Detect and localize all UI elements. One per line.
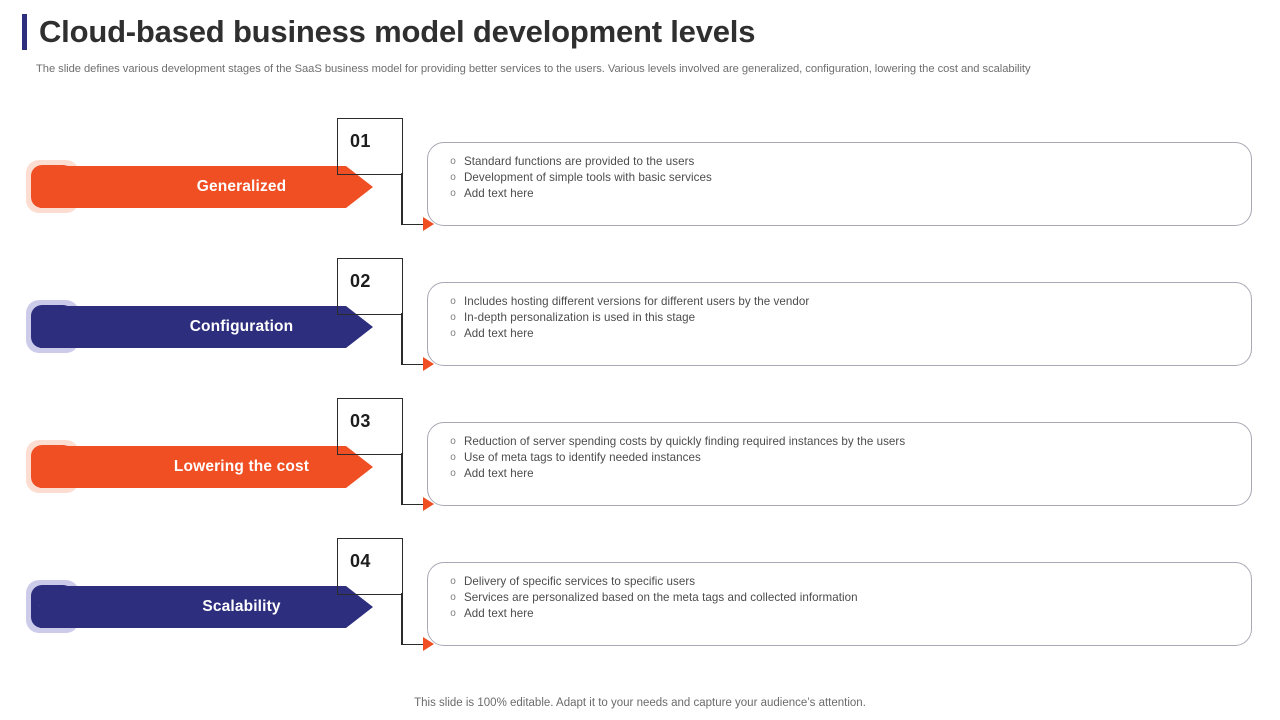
level-number-box-03 — [337, 398, 403, 455]
list-item: o Add text here — [442, 606, 1251, 622]
connector-arrowhead-icon-04 — [423, 637, 434, 651]
footer-note: This slide is 100% editable. Adapt it to… — [414, 697, 866, 709]
connector-arrowhead-icon-01 — [423, 217, 434, 231]
bullet-marker-icon: o — [450, 608, 456, 619]
list-item: o Use of meta tags to identify needed in… — [442, 450, 1251, 466]
bullet-marker-icon: o — [450, 156, 456, 167]
list-item: o Delivery of specific services to speci… — [442, 574, 1251, 590]
bullet-marker-icon: o — [450, 576, 456, 587]
bullet-text: Add text here — [464, 327, 534, 340]
bullet-marker-icon: o — [450, 436, 456, 447]
connector-horizontal-line-03 — [401, 503, 425, 506]
bullet-marker-icon: o — [450, 188, 456, 199]
level-row-04: Scalability 04 o Delivery of specific se… — [0, 530, 1280, 670]
level-number-03: 03 — [350, 411, 371, 431]
level-band-04[interactable]: Scalability — [40, 586, 373, 628]
list-item: o In-depth personalization is used in th… — [442, 310, 1251, 326]
level-connector-02: 02 — [337, 258, 434, 371]
bullet-marker-icon: o — [450, 172, 456, 183]
bullet-text: Delivery of specific services to specifi… — [464, 575, 696, 588]
bullet-text: Add text here — [464, 187, 534, 200]
level-number-04: 04 — [350, 551, 371, 571]
list-item: o Services are personalized based on the… — [442, 590, 1251, 606]
bullet-text: Add text here — [464, 467, 534, 480]
bullet-marker-icon: o — [450, 468, 456, 479]
connector-vertical-line-04 — [401, 593, 403, 645]
level-number-box-02 — [337, 258, 403, 315]
bullet-text: Includes hosting different versions for … — [464, 295, 810, 308]
list-item: o Standard functions are provided to the… — [442, 154, 1251, 170]
connector-vertical-line-03 — [401, 453, 403, 505]
list-item: o Includes hosting different versions fo… — [442, 294, 1251, 310]
level-label-02: Configuration — [189, 318, 294, 335]
level-card-01: o Standard functions are provided to the… — [427, 142, 1252, 226]
level-band-02[interactable]: Configuration — [40, 306, 373, 348]
bullet-marker-icon: o — [450, 328, 456, 339]
level-connector-01: 01 — [337, 118, 434, 231]
level-connector-03: 03 — [337, 398, 434, 511]
level-connector-04: 04 — [337, 538, 434, 651]
bullet-marker-icon: o — [450, 312, 456, 323]
connector-horizontal-line-01 — [401, 223, 425, 226]
level-label-01: Generalized — [196, 178, 287, 195]
list-item: o Add text here — [442, 326, 1251, 342]
bullet-text: Reduction of server spending costs by qu… — [464, 435, 906, 448]
level-number-02: 02 — [350, 271, 371, 291]
list-item: o Add text here — [442, 186, 1251, 202]
connector-arrowhead-icon-02 — [423, 357, 434, 371]
level-band-03[interactable]: Lowering the cost — [40, 446, 373, 488]
level-card-02: o Includes hosting different versions fo… — [427, 282, 1252, 366]
bullet-marker-icon: o — [450, 296, 456, 307]
level-card-04: o Delivery of specific services to speci… — [427, 562, 1252, 646]
level-card-03: o Reduction of server spending costs by … — [427, 422, 1252, 506]
title-bar: Cloud-based business model development l… — [22, 14, 755, 50]
level-number-01: 01 — [350, 131, 371, 151]
connector-horizontal-line-02 — [401, 363, 425, 366]
level-label-04: Scalability — [202, 598, 281, 615]
connector-vertical-line-01 — [401, 173, 403, 225]
page-title: Cloud-based business model development l… — [39, 14, 756, 49]
list-item: o Add text here — [442, 466, 1251, 482]
connector-vertical-line-02 — [401, 313, 403, 365]
level-row-01: ☺ $ Generalized 01 o Standard functions … — [0, 110, 1280, 250]
title-accent-bar — [22, 14, 27, 50]
bullet-marker-icon: o — [450, 592, 456, 603]
level-number-box-01 — [337, 118, 403, 175]
level-row-03: $ Lowering the cost 03 o Reduction of se… — [0, 390, 1280, 530]
bullet-marker-icon: o — [450, 452, 456, 463]
list-item: o Development of simple tools with basic… — [442, 170, 1251, 186]
bullet-text: Use of meta tags to identify needed inst… — [464, 451, 701, 464]
bullet-text: Add text here — [464, 607, 534, 620]
level-row-02: </> Configuration 02 o — [0, 250, 1280, 390]
level-label-03: Lowering the cost — [173, 458, 310, 475]
bullet-text: Development of simple tools with basic s… — [464, 171, 712, 184]
bullet-text: Standard functions are provided to the u… — [464, 155, 695, 168]
page-subtitle: The slide defines various development st… — [36, 63, 1031, 75]
level-band-01[interactable]: Generalized — [40, 166, 373, 208]
connector-arrowhead-icon-03 — [423, 497, 434, 511]
bullet-text: Services are personalized based on the m… — [464, 591, 858, 604]
level-number-box-04 — [337, 538, 403, 595]
connector-horizontal-line-04 — [401, 643, 425, 646]
bullet-text: In-depth personalization is used in this… — [464, 311, 696, 324]
list-item: o Reduction of server spending costs by … — [442, 434, 1251, 450]
